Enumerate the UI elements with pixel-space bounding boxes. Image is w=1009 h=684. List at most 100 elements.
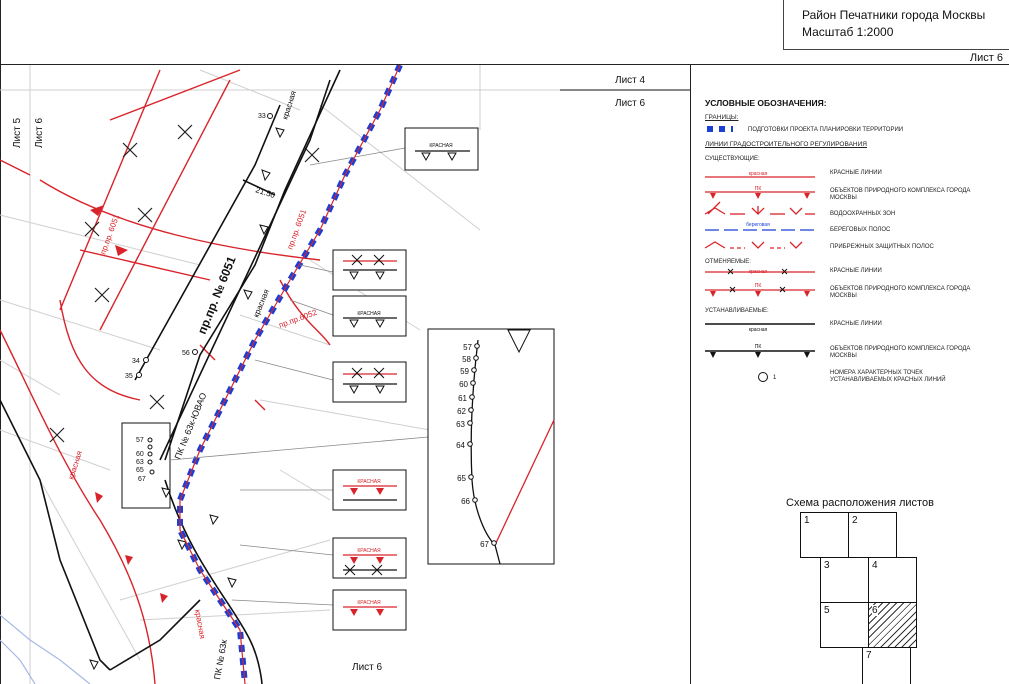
legend-established-red: КРАСНЫЕ ЛИНИИ <box>830 321 882 327</box>
sheet-ref-top-upper: Лист 4 <box>615 75 646 86</box>
legend-existing-coastal: ПРИБРЕЖНЫХ ЗАЩИТНЫХ ПОЛОС <box>830 244 934 250</box>
callout-box-6: КРАСНАЯ <box>332 537 407 579</box>
main-point-labels: 33 34 35 56 57 60 63 63 65 67 <box>125 113 266 483</box>
main-points <box>136 113 273 475</box>
callout-box-3: КРАСНАЯ <box>332 295 407 337</box>
street-label-red-2: пр.пр. 6051 <box>285 208 308 251</box>
inset-point-57: 57 <box>463 343 472 352</box>
inset-point-60: 60 <box>459 380 468 389</box>
svg-text:береговая: береговая <box>746 222 770 228</box>
legend-borders-title: ГРАНИЦЫ: <box>705 114 739 121</box>
inset-point-64: 64 <box>456 441 465 450</box>
point-label-33: 33 <box>258 113 266 120</box>
legend-existing-shore: БЕРЕГОВЫХ ПОЛОС <box>830 227 891 233</box>
svg-text:КРАСНАЯ: КРАСНАЯ <box>357 311 381 317</box>
inset-point-63: 63 <box>456 420 465 429</box>
inset-point-62: 62 <box>457 407 466 416</box>
krasnaya-label-3: красная <box>66 450 84 481</box>
legend-heading: УСЛОВНЫЕ ОБОЗНАЧЕНИЯ: <box>705 98 827 108</box>
inset-point-58: 58 <box>462 355 471 364</box>
legend-point-swatch: 1 <box>758 372 777 382</box>
scheme-cell-3: 3 <box>820 557 869 603</box>
legend-blue-border-swatch <box>707 126 733 132</box>
inset-point-65: 65 <box>457 474 466 483</box>
svg-text:ПК: ПК <box>755 344 762 350</box>
point-label-35: 35 <box>125 373 133 380</box>
point-label-65: 65 <box>136 467 144 474</box>
sheet-ref-bottom: Лист 6 <box>352 662 383 673</box>
street-label-main: пр.пр. № 6051 <box>195 254 239 336</box>
inset-point-67: 67 <box>480 540 489 549</box>
legend-existing-water: ВОДООХРАННЫХ ЗОН <box>830 211 896 217</box>
point-label-56: 56 <box>182 350 190 357</box>
callout-box-2 <box>332 249 407 291</box>
dimension-label: 21.50 <box>254 185 276 200</box>
scheme-cell-1: 1 <box>800 512 849 558</box>
svg-text:красная: красная <box>749 171 768 177</box>
inset-point-59: 59 <box>460 367 469 376</box>
point-label-60: 60 <box>136 451 144 458</box>
scheme-cell-5: 5 <box>820 602 869 648</box>
legend-points-item: НОМЕРА ХАРАКТЕРНЫХ ТОЧЕК УСТАНАВЛИВАЕМЫХ… <box>830 370 946 383</box>
legend-established-title: УСТАНАВЛИВАЕМЫЕ: <box>705 308 769 314</box>
legend-lines-title: ЛИНИИ ГРАДОСТРОИТЕЛЬНОГО РЕГУЛИРОВАНИЯ <box>705 141 867 148</box>
scheme-cell-6-current: 6 <box>868 602 917 648</box>
existing-red-lines <box>0 69 331 684</box>
svg-text:ПК: ПК <box>755 186 762 192</box>
pk-label-2: ПК № 63к <box>212 639 229 681</box>
legend-established-nature: ОБЪЕКТОВ ПРИРОДНОГО КОМПЛЕКСА ГОРОДА МОС… <box>830 346 971 359</box>
callout-box-1: КРАСНАЯ <box>404 127 479 171</box>
scheme-cell-4: 4 <box>868 557 917 603</box>
title-block: Район Печатники города Москвы Масштаб 1:… <box>783 0 1009 50</box>
detail-frame <box>121 422 171 509</box>
sheet-ref-left-inner: Лист 6 <box>34 117 45 148</box>
faded-blue-lines <box>0 614 91 684</box>
scale-label: Масштаб 1:2000 <box>802 25 894 39</box>
svg-text:КРАСНАЯ: КРАСНАЯ <box>357 479 381 485</box>
svg-text:КРАСНАЯ: КРАСНАЯ <box>357 548 381 554</box>
legend-cancelled-nature: ОБЪЕКТОВ ПРИРОДНОГО КОМПЛЕКСА ГОРОДА МОС… <box>830 286 971 299</box>
inset-point-61: 61 <box>458 394 467 403</box>
svg-text:красная: красная <box>749 327 768 333</box>
legend-existing-swatches: красная ПК береговая <box>704 171 815 249</box>
legend-cancelled-title: ОТМЕНЯЕМЫЕ: <box>705 259 751 265</box>
district-title: Район Печатники города Москвы <box>802 8 986 22</box>
krasnaya-label-2: красная <box>252 288 271 319</box>
krasnaya-label-1: красная <box>280 90 298 121</box>
legend-established-swatches: красная ПК <box>705 323 815 358</box>
red-triangles <box>90 205 168 603</box>
map-canvas: 33 34 35 56 57 60 63 63 65 67 пр.пр. № 6… <box>0 65 690 684</box>
inset-detail: 57 58 59 60 61 62 63 64 65 66 67 <box>427 328 555 565</box>
krasnaya-label-4: красная <box>193 609 207 640</box>
legend-cancelled-swatches: красная ПК <box>705 268 815 297</box>
legend-existing-red: КРАСНЫЕ ЛИНИИ <box>830 170 882 176</box>
point-label-63: 63 <box>136 459 144 466</box>
established-lines <box>0 69 341 684</box>
point-label-67: 67 <box>138 476 146 483</box>
callout-box-7: КРАСНАЯ <box>332 589 407 631</box>
cancelled-markers <box>49 124 320 443</box>
svg-text:1: 1 <box>773 375 777 381</box>
frame-top-line <box>0 64 1009 65</box>
open-triangles <box>89 127 285 671</box>
callout-box-4 <box>332 361 407 403</box>
scheme-cell-7: 7 <box>862 647 911 684</box>
legend-borders-item: ПОДГОТОВКИ ПРОЕКТА ПЛАНИРОВКИ ТЕРРИТОРИИ <box>748 127 904 133</box>
callout-box-5: КРАСНАЯ <box>332 469 407 511</box>
sheet-ref-left-outer: Лист 5 <box>12 117 23 148</box>
sheet-scheme-title: Схема расположения листов <box>786 497 934 509</box>
legend-existing-nature: ОБЪЕКТОВ ПРИРОДНОГО КОМПЛЕКСА ГОРОДА МОС… <box>830 188 971 201</box>
frame-map-right-line <box>690 64 691 684</box>
point-label-34: 34 <box>132 358 140 365</box>
legend-cancelled-red: КРАСНЫЕ ЛИНИИ <box>830 268 882 274</box>
inset-point-66: 66 <box>461 497 470 506</box>
svg-text:КРАСНАЯ: КРАСНАЯ <box>429 143 453 149</box>
callout-leaders <box>169 147 429 606</box>
svg-text:ПК: ПК <box>755 283 762 289</box>
frame-left-line <box>0 0 1 684</box>
legend-existing-title: СУЩЕСТВУЮЩИЕ: <box>705 156 760 162</box>
planning-border-redcore <box>179 65 401 684</box>
sheet-number: Лист 6 <box>969 52 1003 64</box>
point-label-57: 57 <box>136 437 144 444</box>
sheet-ref-top-lower: Лист 6 <box>615 98 646 109</box>
